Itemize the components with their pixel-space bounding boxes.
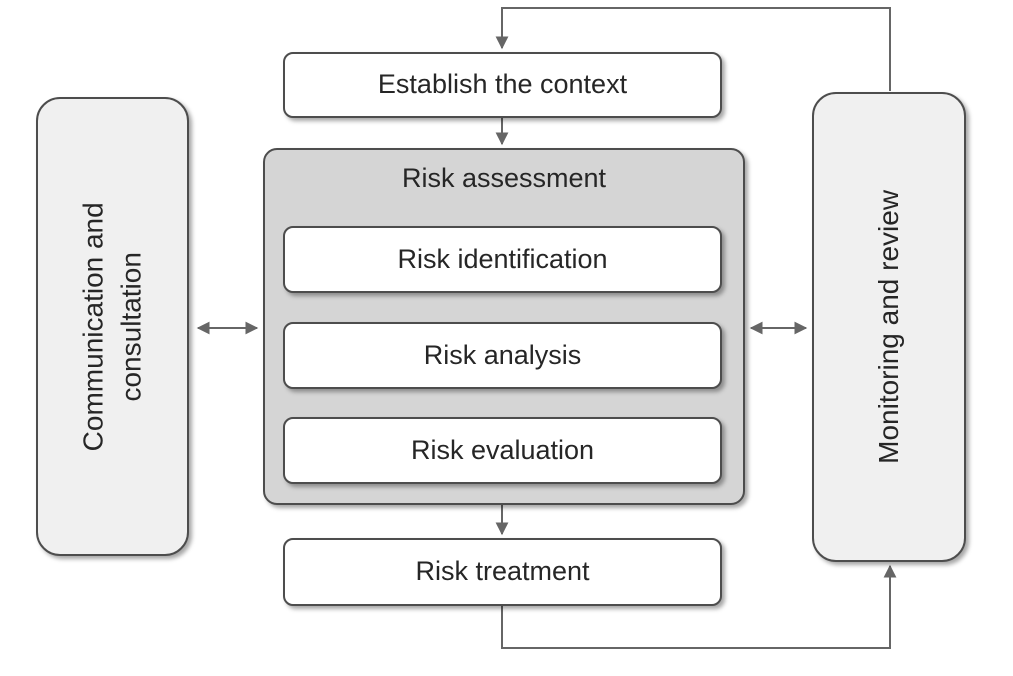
node-risk-analysis: Risk analysis [283, 322, 722, 389]
node-label: Risk evaluation [410, 434, 595, 465]
node-risk-evaluation: Risk evaluation [283, 417, 722, 484]
group-title: Risk assessment [401, 163, 607, 193]
node-risk-treatment: Risk treatment [283, 538, 722, 606]
node-label: Risk treatment [415, 556, 590, 587]
node-label: Monitoring and review [873, 190, 905, 464]
connector-treatment-to-monitoring [501, 564, 897, 649]
node-label: Establish the context [377, 69, 628, 100]
connector-monitoring-to-establish [495, 7, 891, 91]
node-label-line: Communication and [77, 201, 109, 452]
node-risk-identification: Risk identification [283, 226, 722, 293]
node-label-line: consultation [115, 251, 147, 402]
node-label: Communication and consultation [75, 202, 151, 451]
node-label: Risk analysis [423, 339, 582, 370]
node-establish-the-context: Establish the context [283, 52, 722, 118]
node-monitoring-and-review: Monitoring and review [812, 92, 966, 562]
node-label: Risk identification [397, 243, 608, 274]
node-communication-and-consultation: Communication and consultation [36, 97, 189, 556]
